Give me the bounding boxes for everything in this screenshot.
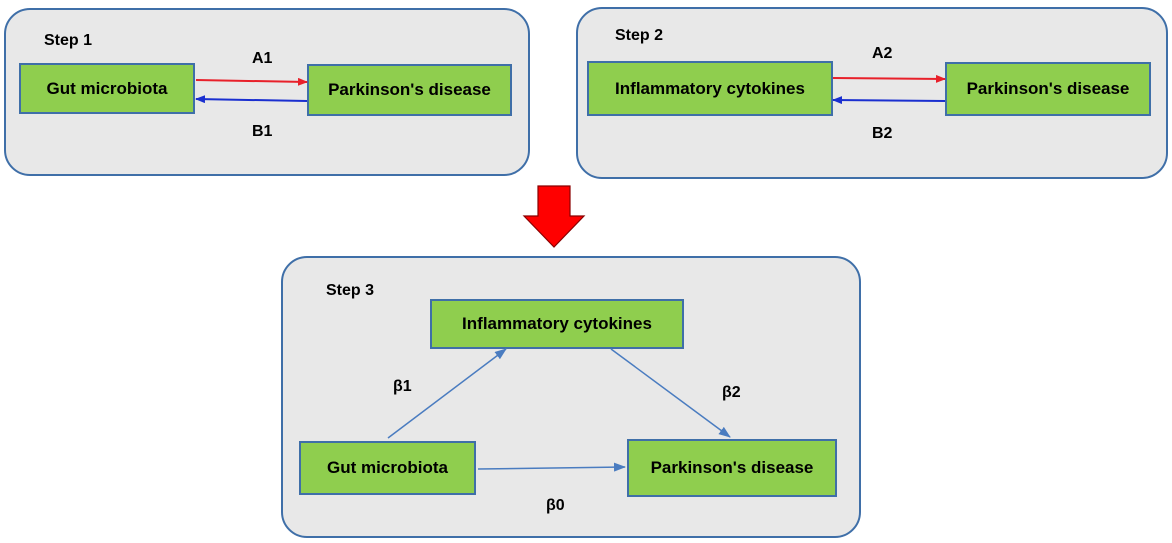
step3-gut-microbiota-box: Gut microbiota [299, 441, 476, 495]
step2-label-b2: B2 [872, 125, 893, 142]
step2-reverse-arrow [832, 96, 946, 105]
step2-forward-arrow [832, 74, 946, 83]
step3-parkinsons-disease-box: Parkinson's disease [627, 439, 837, 497]
step2-title: Step 2 [615, 27, 664, 44]
step1-label-b1: B1 [252, 123, 273, 140]
step3-arrow-beta2 [610, 348, 731, 438]
step2-label-a2: A2 [872, 45, 893, 62]
step3-arrow-beta0 [477, 462, 626, 472]
step1-forward-arrow [195, 77, 308, 86]
step3-label-beta2: β2 [722, 384, 741, 401]
step3-title: Step 3 [326, 282, 375, 299]
step2-parkinsons-disease-box: Parkinson's disease [945, 62, 1151, 116]
step1-gut-microbiota-box: Gut microbiota [19, 63, 195, 114]
step1-parkinsons-disease-box: Parkinson's disease [307, 64, 512, 116]
step1-label-a1: A1 [252, 50, 273, 67]
step3-inflammatory-cytokines-box: Inflammatory cytokines [430, 299, 684, 349]
transition-down-arrow [522, 185, 586, 248]
step3-label-beta0: β0 [546, 497, 565, 514]
step3-arrow-beta1 [387, 348, 507, 439]
step1-title: Step 1 [44, 32, 93, 49]
step3-label-beta1: β1 [393, 378, 412, 395]
step1-reverse-arrow [195, 95, 308, 104]
step2-inflammatory-cytokines-box: Inflammatory cytokines [587, 61, 833, 116]
